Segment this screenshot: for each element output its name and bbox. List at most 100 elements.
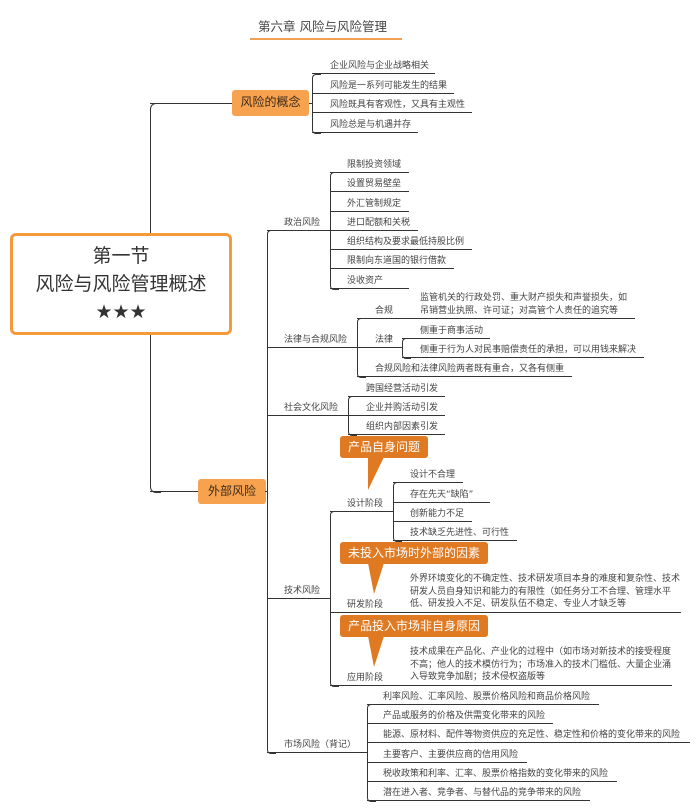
connector-concept (150, 103, 232, 104)
node-external-risk[interactable]: 外部风险 (198, 479, 266, 504)
law-item[interactable]: 侧重于行为人对民事赔偿责任的承担，可以用钱来解决 (420, 345, 637, 355)
connector-line (393, 540, 517, 541)
bracket-connector (393, 482, 402, 542)
branch-political-risk[interactable]: 政治风险 (284, 218, 321, 228)
legal-overlap[interactable]: 合规风险和法律风险两者既有重合，又各有侧重 (375, 364, 565, 374)
connector-line (312, 73, 435, 74)
connector-line (309, 103, 312, 104)
design-item[interactable]: 设计不合理 (410, 470, 456, 480)
connector-line (367, 704, 599, 705)
callout-pointer-shape (368, 563, 384, 594)
market-item[interactable]: 税收政策和利率、汇率、股票价格指数的变化带来的风险 (383, 769, 609, 779)
bracket-connector (267, 230, 276, 754)
political-item[interactable]: 没收资产 (347, 276, 384, 286)
callout-post-market-factors: 产品投入市场非自身原因 (340, 615, 489, 637)
importance-stars: ★★★ (95, 301, 147, 323)
connector-line (330, 685, 410, 686)
connector-line (393, 482, 463, 483)
branch-tech-risk[interactable]: 技术风险 (284, 586, 321, 596)
tech-application-stage[interactable]: 应用阶段 (347, 673, 384, 683)
market-item[interactable]: 利率风险、汇率风险、股票价格风险和商品价格风险 (383, 692, 591, 702)
concept-item[interactable]: 企业风险与企业战略相关 (330, 61, 430, 71)
bracket-connector (312, 74, 321, 134)
connector-line (402, 338, 490, 339)
connector-line (367, 723, 553, 724)
design-item[interactable]: 创新能力不足 (410, 509, 465, 519)
node-risk-concept[interactable]: 风险的概念 (232, 90, 309, 116)
design-item[interactable]: 存在先天“缺陷” (410, 490, 474, 500)
connector-line (312, 93, 454, 94)
market-item[interactable]: 主要客户、主要供应商的信用风险 (383, 750, 519, 760)
connector-line (402, 357, 644, 358)
connector-line (367, 742, 690, 743)
connector-line (357, 376, 572, 377)
social-item[interactable]: 组织内部因素引发 (366, 422, 439, 432)
legal-law[interactable]: 法律 (375, 335, 394, 345)
root-title: 风险与风险管理概述 (35, 273, 207, 295)
political-item[interactable]: 设置贸易壁垒 (347, 179, 402, 189)
connector-line (330, 172, 409, 173)
concept-item[interactable]: 风险是一系列可能发生的结果 (330, 81, 448, 91)
bracket-connector (330, 511, 339, 687)
callout-product-issue: 产品自身问题 (340, 436, 429, 458)
tech-rnd-stage[interactable]: 研发阶段 (347, 600, 384, 610)
connector-line (367, 800, 590, 801)
chapter-title: 第六章 风险与风险管理 (258, 19, 387, 34)
tech-design-stage[interactable]: 设计阶段 (347, 499, 384, 509)
connector-line (330, 191, 409, 192)
connector-line (393, 521, 472, 522)
title-underline (250, 38, 402, 40)
market-item[interactable]: 产品或服务的价格及供需变化带来的风险 (383, 711, 546, 721)
connector-line (330, 230, 418, 231)
connector-line (420, 318, 635, 319)
connector-line (330, 211, 409, 212)
connector-line (330, 288, 409, 289)
political-item[interactable]: 组织结构及要求最低持股比例 (347, 237, 465, 247)
political-item[interactable]: 进口配额和关税 (347, 218, 411, 228)
political-item[interactable]: 限制向东道国的银行借款 (347, 256, 447, 266)
connector-line (330, 612, 410, 613)
connector-line (348, 434, 445, 435)
concept-item[interactable]: 风险既具有客观性，又具有主观性 (330, 100, 466, 110)
compliance-detail[interactable]: 监管机关的行政处罚、重大财产损失和声誉损失，如吊销营业执照、许可证；对高管个人责… (420, 293, 628, 316)
callout-pre-market-factors: 未投入市场时外部的因素 (340, 542, 489, 564)
bracket-connector (330, 172, 339, 290)
connector-line (330, 268, 454, 269)
bracket-connector (402, 338, 411, 359)
connector-line (357, 318, 420, 319)
connector-line (267, 347, 357, 348)
connector-line (267, 230, 330, 231)
market-item[interactable]: 能源、原材料、配件等物资供应的充足性、稳定性和价格的变化带来的风险 (383, 730, 681, 740)
connector-external (150, 491, 198, 492)
connector-line (267, 752, 367, 753)
legal-compliance[interactable]: 合规 (375, 306, 394, 316)
branch-legal-risk[interactable]: 法律与合规风险 (284, 335, 348, 345)
branch-social-risk[interactable]: 社会文化风险 (284, 403, 339, 413)
political-item[interactable]: 限制投资领域 (347, 160, 402, 170)
connector-line (410, 612, 681, 613)
concept-item[interactable]: 风险总是与机遇并存 (330, 120, 412, 130)
connector-line (312, 112, 472, 113)
social-item[interactable]: 跨国经营活动引发 (366, 384, 439, 394)
connector-line (267, 415, 348, 416)
connector-line (367, 781, 617, 782)
design-item[interactable]: 技术缺乏先进性、可行性 (410, 528, 510, 538)
bracket-connector (348, 396, 357, 436)
political-item[interactable]: 外汇管制规定 (347, 199, 402, 209)
root-node[interactable]: 第一节 风险与风险管理概述 ★★★ (10, 233, 232, 335)
connector-line (312, 132, 418, 133)
callout-pointer-shape (368, 636, 384, 667)
connector-line (357, 347, 402, 348)
connector-line (265, 491, 267, 492)
bracket-connector (367, 704, 376, 802)
connector-line (348, 396, 445, 397)
rnd-detail[interactable]: 外界环境变化的不确定性、技术研发项目本身的难度和复杂性、技术研发人员自身知识和能… (410, 574, 681, 609)
application-detail[interactable]: 技术成果在产品化、产业化的过程中（如市场对新技术的接受程度不高；他人的技术模仿行… (410, 647, 672, 682)
law-item[interactable]: 侧重于商事活动 (420, 326, 484, 336)
root-section: 第一节 (92, 245, 150, 267)
branch-market-risk[interactable]: 市场风险（背记） (284, 740, 357, 750)
connector-line (410, 685, 672, 686)
market-item[interactable]: 潜在进入者、竞争者、与替代品的竞争带来的风险 (383, 788, 582, 798)
social-item[interactable]: 企业并购活动引发 (366, 403, 439, 413)
